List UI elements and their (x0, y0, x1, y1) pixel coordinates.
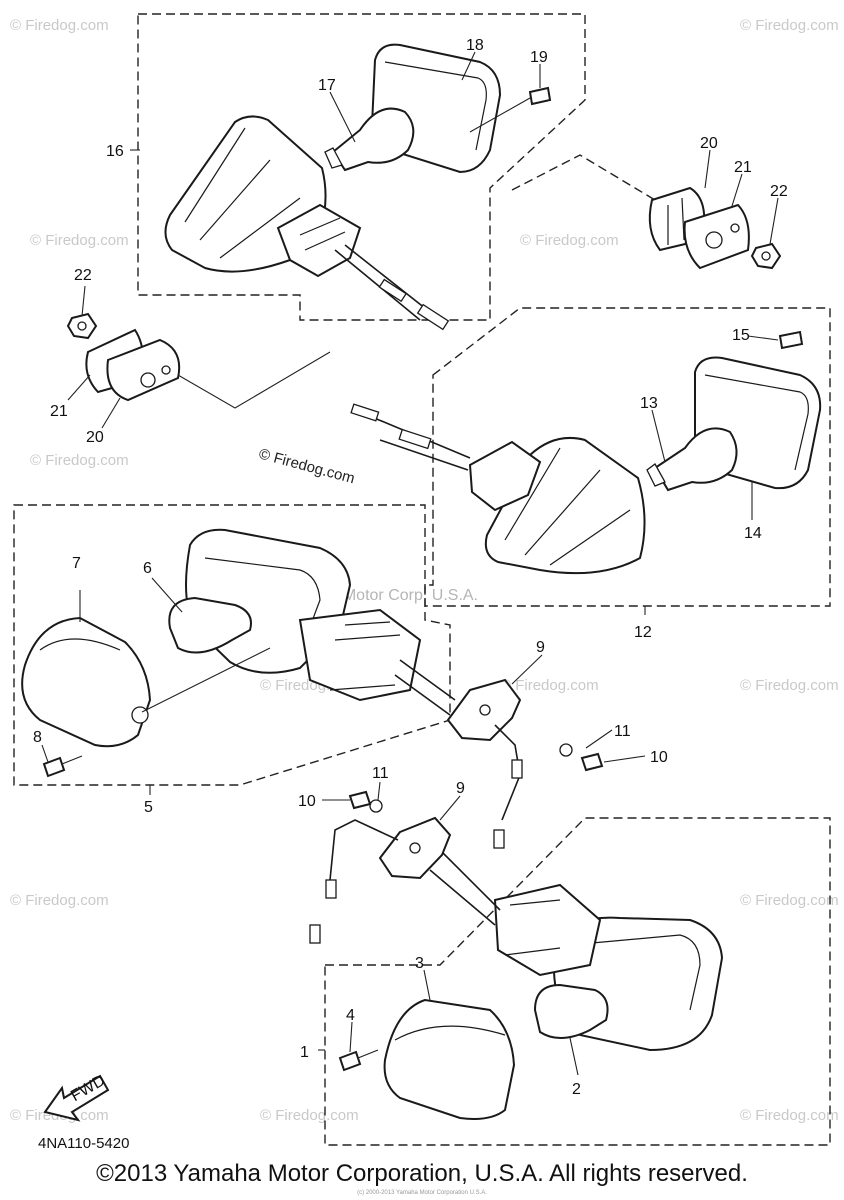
turn-signal-assembly-5 (21, 528, 456, 778)
leader-lines (41, 51, 779, 1076)
copyright-notice: ©2013 Yamaha Motor Corporation, U.S.A. A… (96, 1160, 748, 1187)
part-label-19: 19 (530, 49, 548, 66)
part-label-3: 3 (415, 955, 424, 972)
watermark: © Firedog.com (30, 452, 129, 469)
stem-grommet (276, 203, 362, 278)
watermark: © Firedog.com (10, 17, 109, 34)
screw-15 (778, 330, 804, 350)
lens-3 (383, 998, 516, 1120)
part-label-13: 13 (640, 395, 658, 412)
part-label-18: 18 (466, 37, 484, 54)
part-label-15: 15 (732, 327, 750, 344)
firedog-stamp: © Firedog.com (257, 445, 357, 487)
assembly-box-12 (424, 307, 831, 607)
part-label-12: 12 (634, 624, 652, 641)
watermark: © Firedog.com (740, 1107, 839, 1124)
tiny-credit: (c) 2000-2013 Yamaha Motor Corporation U… (357, 1190, 487, 1196)
part-label-21: 21 (50, 403, 68, 420)
part-label-7: 7 (72, 555, 81, 572)
part-label-1: 1 (300, 1044, 309, 1061)
part-label-9: 9 (456, 780, 465, 797)
watermark: © Firedog.com (260, 1107, 359, 1124)
bracket-set-right (648, 186, 782, 270)
part-label-22: 22 (74, 267, 92, 284)
turn-signal-assembly-1 (338, 849, 724, 1120)
assembly-box-5 (13, 504, 451, 786)
part-label-4: 4 (346, 1007, 355, 1024)
turn-signal-assembly-12 (350, 330, 822, 575)
watermark: © Firedog.com (500, 677, 599, 694)
bracket-9-upper (446, 678, 604, 849)
watermark: © Firedog.com (10, 892, 109, 909)
screw-19 (528, 86, 552, 106)
part-labels: 1 2 3 4 5 6 7 8 9 9 10 10 11 11 12 13 14… (33, 37, 788, 1098)
part-label-6: 6 (143, 560, 152, 577)
part-label-9: 9 (536, 639, 545, 656)
watermark: © Firedog.com (740, 17, 839, 34)
turn-signal-assembly-16 (164, 43, 552, 331)
part-label-10: 10 (650, 749, 668, 766)
lens-7 (21, 616, 152, 748)
bulb-2 (533, 983, 609, 1039)
watermark: © Firedog.com (30, 232, 129, 249)
part-label-21: 21 (734, 159, 752, 176)
watermark: © Firedog.com (520, 232, 619, 249)
part-label-2: 2 (572, 1081, 581, 1098)
part-label-11: 11 (372, 765, 389, 782)
part-label-17: 17 (318, 77, 336, 94)
bulb-17 (331, 107, 415, 172)
watermark: © Firedog.com (740, 677, 839, 694)
part-label-10: 10 (298, 793, 316, 810)
part-label-20: 20 (700, 135, 718, 152)
diagram-code: 4NA110-5420 (38, 1135, 130, 1152)
bracket-9-lower (309, 790, 452, 944)
bulb-13 (653, 427, 738, 492)
part-label-11: 11 (614, 723, 631, 740)
part-label-22: 22 (770, 183, 788, 200)
part-label-14: 14 (744, 525, 762, 542)
screw-8 (42, 756, 66, 778)
part-label-5: 5 (144, 799, 153, 816)
assembly-box-1 (324, 817, 831, 1146)
assembly-box-20-22-link (511, 154, 656, 201)
watermark: © Firedog.com (740, 892, 839, 909)
part-label-20: 20 (86, 429, 104, 446)
screw-4 (338, 1050, 362, 1072)
part-label-16: 16 (106, 143, 124, 160)
bracket-set-left (66, 312, 331, 409)
part-label-8: 8 (33, 729, 42, 746)
